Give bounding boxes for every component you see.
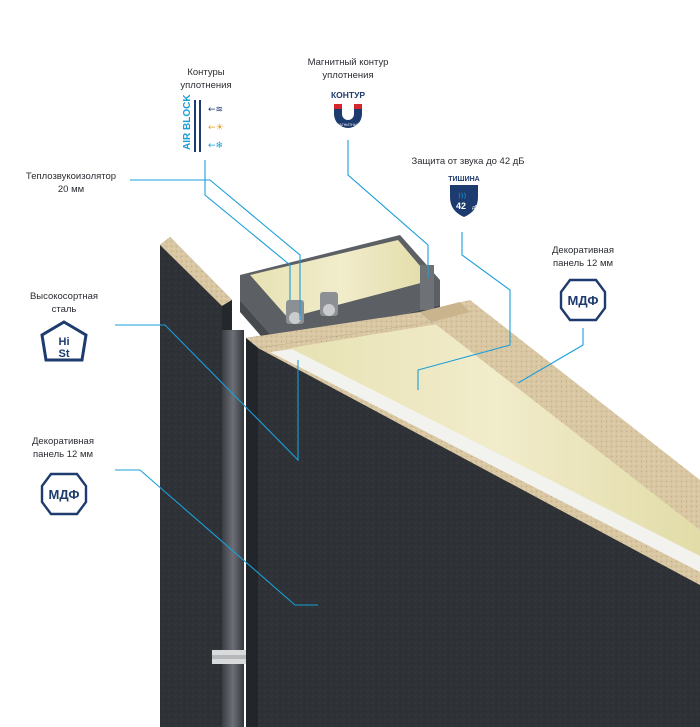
layer-stack-edge — [258, 300, 700, 585]
hist-bottom-text: St — [59, 348, 70, 360]
leader-magnetic — [347, 140, 429, 278]
leader-seal-contours — [204, 160, 291, 300]
tishina-text: ТИШИНА — [448, 176, 479, 183]
kontur-badge: КОНТУР МАГНИТНЫЙ — [331, 90, 365, 128]
snowflake-icon: ←❄ — [208, 141, 223, 151]
airblock-badge: AIR BLOCK ←≋ ←☀ ←❄ — [182, 94, 224, 152]
vertical-seal-tube — [212, 330, 248, 727]
leader-sound — [417, 232, 511, 390]
sun-icon: ←☀ — [208, 123, 224, 133]
front-panel — [246, 312, 700, 727]
hist-badge: Hi St — [40, 320, 88, 362]
mdf-badge-right: МДФ — [559, 278, 607, 322]
kontur-text: КОНТУР — [331, 90, 365, 100]
hist-pentagon — [40, 320, 88, 362]
sound-wave-icon: ))) — [458, 192, 466, 200]
kontur-sub-text: МАГНИТНЫЙ — [336, 123, 359, 127]
leader-panel-right — [517, 328, 584, 384]
tishina-badge: ТИШИНА 42 дБ ))) — [448, 176, 480, 217]
magnet-icon — [334, 104, 362, 128]
label-sound: Защита от звука до 42 дБ — [411, 156, 525, 167]
tishina-unit: дБ — [472, 205, 479, 211]
mdf-badge-left: МДФ — [40, 472, 88, 516]
leader-steel — [115, 324, 299, 462]
hist-top-text: Hi — [59, 336, 70, 348]
mdf-left-text: МДФ — [48, 487, 79, 502]
leader-insulator — [130, 179, 301, 320]
label-steel: Высокосортная сталь — [29, 291, 99, 315]
airblock-text: AIR BLOCK — [182, 94, 193, 150]
leader-panel-left — [115, 469, 318, 606]
label-panel-right: Декоративная панель 12 мм — [551, 245, 614, 269]
label-magnetic-contour: Магнитный контур уплотнения — [307, 57, 389, 81]
leader-lines — [115, 140, 584, 606]
label-panel-left: Декоративная панель 12 мм — [31, 436, 94, 460]
tishina-value: 42 — [456, 201, 466, 211]
shield-icon — [450, 185, 478, 217]
label-seal-contours: Контуры уплотнения — [180, 67, 232, 91]
mdf-right-text: МДФ — [567, 293, 598, 308]
airflow-icon: ←≋ — [208, 105, 223, 115]
label-insulator: Теплозвукоизолятор 20 мм — [25, 171, 117, 195]
